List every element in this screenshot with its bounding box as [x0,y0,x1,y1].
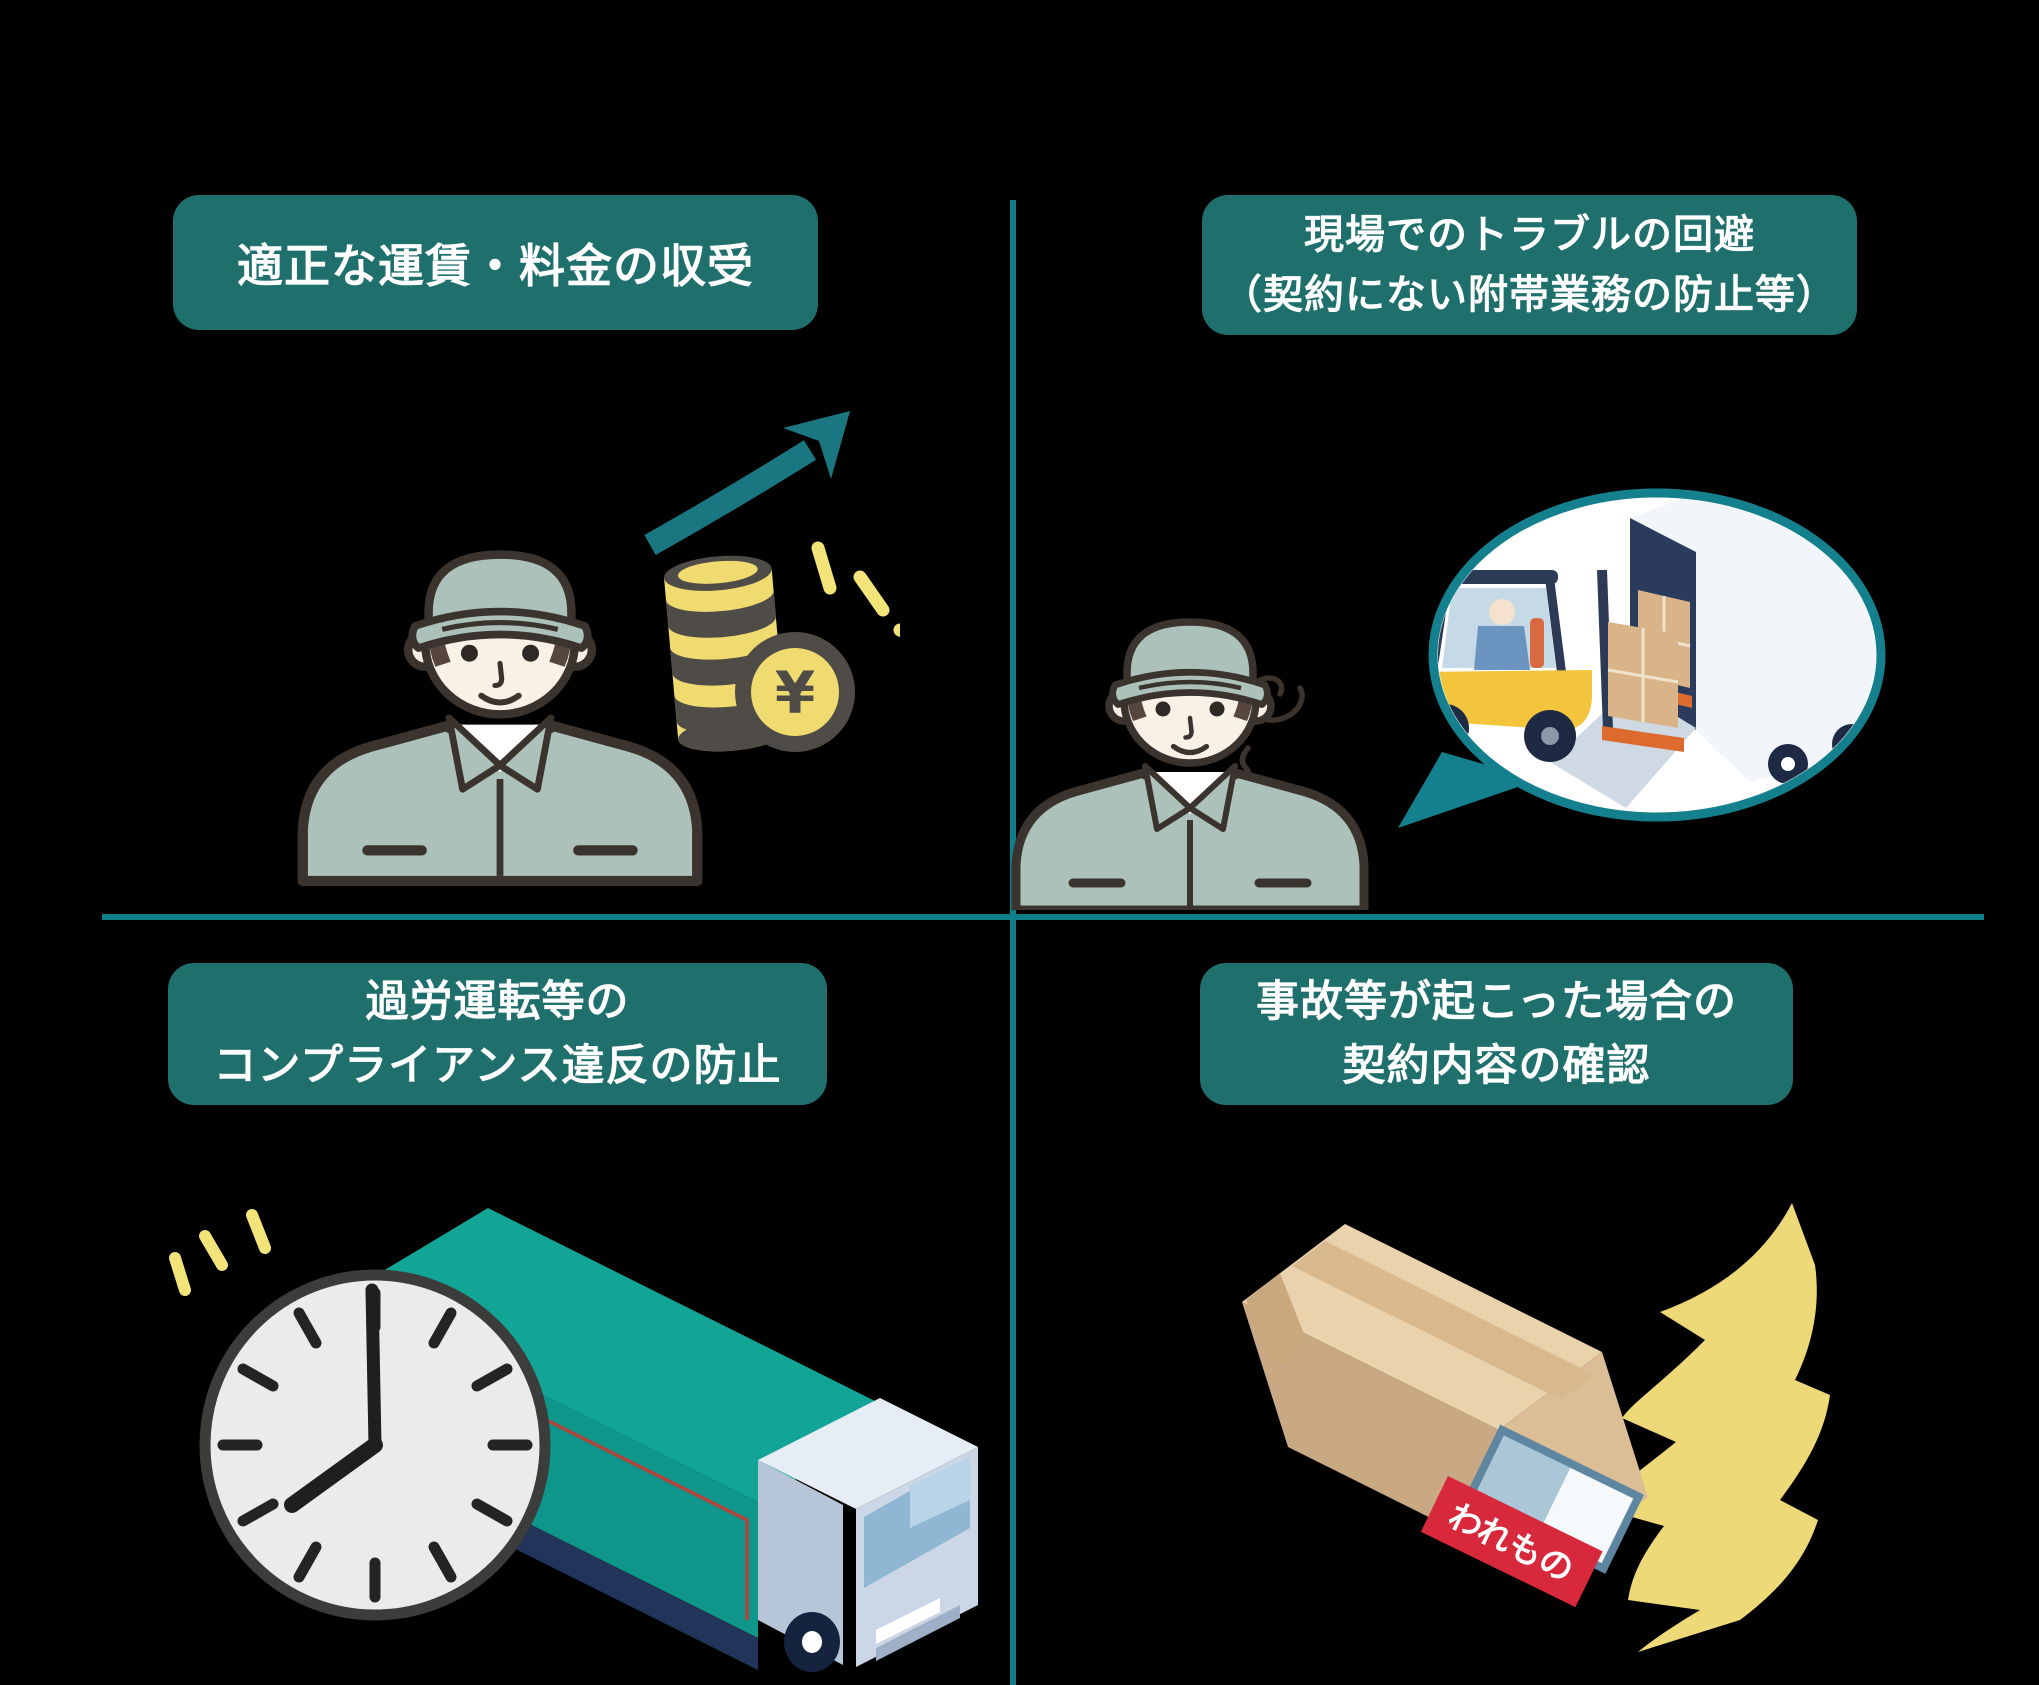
hour-hand [284,1437,383,1513]
header-q3-line2: コンプライアンス違反の防止 [213,1041,782,1091]
illustration-fair-freight: ¥ [250,411,900,895]
divider-vertical [1010,200,1016,1685]
headlight [876,1598,940,1644]
header-avoid-onsite-trouble: 現場でのトラブルの回避 （契約にない附帯業務の防止等） [1202,195,1857,335]
minute-hand [365,1283,382,1452]
header-q2-line2: （契約にない附帯業務の防止等） [1222,272,1837,318]
sparkle-icon [811,541,900,638]
packing-tape [1292,1241,1595,1400]
forklift-loading-scene [1438,498,1876,808]
illustration-compliance [169,1208,978,1672]
impact-flash-icon [1600,1203,1830,1652]
header-q1-line1: 適正な運賃・料金の収受 [237,238,754,293]
header-q3-line1: 過労運転等の [365,976,630,1027]
forklift [1438,569,1655,762]
delivery-worker [303,555,697,881]
cardboard-boxes-on-forklift [1602,622,1684,752]
header-q2-line1: 現場でのトラブルの回避 [1304,212,1755,258]
coin-stack-icon [664,555,786,752]
sparkle-icon [169,1209,271,1296]
forklift-driver [1489,599,1515,625]
divider-horizontal [102,914,1984,920]
packing-tape-tab [1246,1273,1308,1371]
header-q4-line1: 事故等が起こった場合の [1256,976,1737,1027]
header-prevent-compliance-violation: 過労運転等の コンプライアンス違反の防止 [168,963,827,1105]
growth-arrow-icon [644,411,850,556]
truck-roof [343,1208,903,1502]
yen-symbol: ¥ [775,659,815,727]
header-confirm-contract-on-accident: 事故等が起こった場合の 契約内容の確認 [1200,963,1793,1105]
illustration-accident-contract: われもの [1242,1203,1830,1652]
header-fair-freight-charges: 適正な運賃・料金の収受 [173,195,818,330]
header-q4-line2: 契約内容の確認 [1342,1041,1651,1091]
delivery-worker [1016,622,1364,910]
cardboard-box: われもの [1242,1224,1648,1608]
illustration-onsite-trouble [990,488,1886,910]
yen-coin-icon: ¥ [735,632,855,752]
clock-icon [199,1269,551,1621]
pallet [1602,726,1684,752]
truck-cab [758,1398,978,1509]
